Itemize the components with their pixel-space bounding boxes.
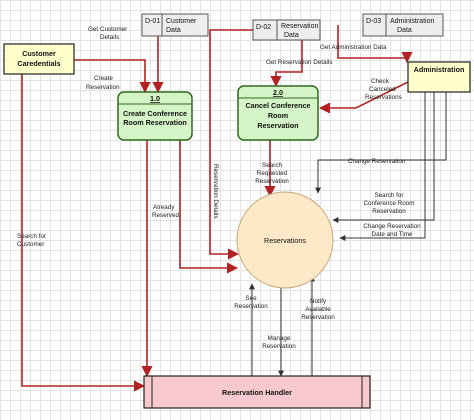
flow-change-date-time [339, 92, 426, 241]
label-check-canceled-1: Check [371, 78, 390, 85]
flow-check-canceled [318, 79, 413, 114]
entity-customer-label: Customer [22, 49, 56, 58]
label-see-reservation-1: See [245, 295, 257, 302]
process-1-number: 1.0 [150, 94, 160, 103]
label-manage-reservation-1: Manage [268, 335, 291, 342]
label-search-requested-1: Search [262, 162, 282, 169]
entity-administration-label: Administration [414, 65, 465, 74]
entity-customer[interactable]: Customer [3, 43, 75, 75]
process-2-name-3: Reservation [257, 121, 298, 130]
flow-get-reservation-details [270, 38, 303, 88]
process-1[interactable]: 1.0 Create Conference Room Reservation [117, 91, 193, 141]
flow-search-for-customer [21, 74, 146, 392]
label-get-admin-data: Get Administration Data [320, 44, 387, 51]
label-reservation-details: Reservation Details [212, 164, 219, 219]
label-change-reservation: Change Reservation [348, 158, 406, 165]
label-already-reserved-1: Already [153, 204, 175, 211]
label-search-conference-2: Conference Room [363, 200, 414, 207]
entity-administration[interactable]: Administration [407, 61, 471, 93]
process-1-name-2: Room Reservation [123, 118, 187, 127]
flow-search-conference [332, 92, 435, 223]
label-get-customer-details-2: Details [100, 34, 119, 41]
label-see-reservation-2: Reservation [234, 303, 268, 310]
label-manage-reservation-2: Reservation [262, 343, 296, 350]
label-get-reservation-details: Get Reservation Details [266, 59, 333, 66]
flow-change-reservation [315, 92, 447, 194]
label-notify-available-2: Available [305, 306, 331, 313]
reservation-handler-label: Reservation Handler [222, 388, 292, 397]
store-d03-name-1: Administration [390, 18, 434, 25]
store-d02-name-1: Reservation [281, 23, 318, 30]
store-d01-name-1: Customer [166, 18, 197, 25]
process-2[interactable]: 2.0 Cancel Conference Room Reservation [237, 85, 319, 141]
label-create-reservation-2: Reservation [86, 84, 120, 91]
label-change-date-time-1: Change Reservation [363, 223, 421, 230]
label-notify-available-3: Reservation [301, 314, 335, 321]
label-search-requested-3: Reservation [255, 178, 289, 185]
label-check-canceled-2: Canceled [369, 86, 396, 93]
reservation-handler[interactable]: Reservation Handler [143, 375, 371, 409]
flow-already-reserved [179, 140, 239, 274]
process-2-name-1: Cancel Conference [245, 101, 310, 110]
process-2-name-2: Room [268, 111, 288, 120]
store-d01-id: D-01 [145, 18, 160, 25]
flow-reservation-details [209, 29, 253, 260]
reservations-node[interactable]: Reservations [236, 191, 334, 289]
store-d03[interactable]: D-03 Administration Data [362, 13, 444, 37]
label-change-date-time-2: Date and Time [372, 231, 413, 238]
store-d03-id: D-03 [366, 18, 381, 25]
store-d03-name-2: Data [397, 27, 412, 34]
label-search-requested-2: Requested [257, 170, 288, 177]
reservations-label: Reservations [264, 236, 306, 245]
process-1-name-1: Create Conference [123, 109, 187, 118]
store-d02-id: D-02 [256, 24, 271, 31]
flow-get-admin-data [337, 25, 413, 64]
store-d01[interactable]: D-01 Customer Data [141, 13, 209, 37]
label-already-reserved-2: Reserved [152, 212, 179, 219]
label-check-canceled-3: Reservations [365, 94, 402, 101]
store-d02-name-2: Data [284, 32, 299, 39]
label-search-conference-3: Reservation [372, 208, 406, 215]
store-d02[interactable]: D-02 Reservation Data [252, 19, 321, 41]
store-d01-name-2: Data [166, 27, 181, 34]
label-search-for-customer-1: Search for [17, 233, 46, 240]
label-create-reservation-1: Create [94, 75, 113, 82]
label-search-for-customer-2: Customer [17, 241, 44, 248]
flow-create-reservation [74, 59, 151, 94]
flow-labels: Get Customer Details Create Reservation … [17, 26, 421, 350]
label-search-conference-1: Search for [374, 192, 403, 199]
entity-customer-label-2: Caredentials [17, 59, 60, 68]
process-2-number: 2.0 [273, 88, 283, 97]
label-notify-available-1: Notify [310, 298, 327, 305]
label-get-customer-details-1: Get Customer [88, 26, 127, 33]
